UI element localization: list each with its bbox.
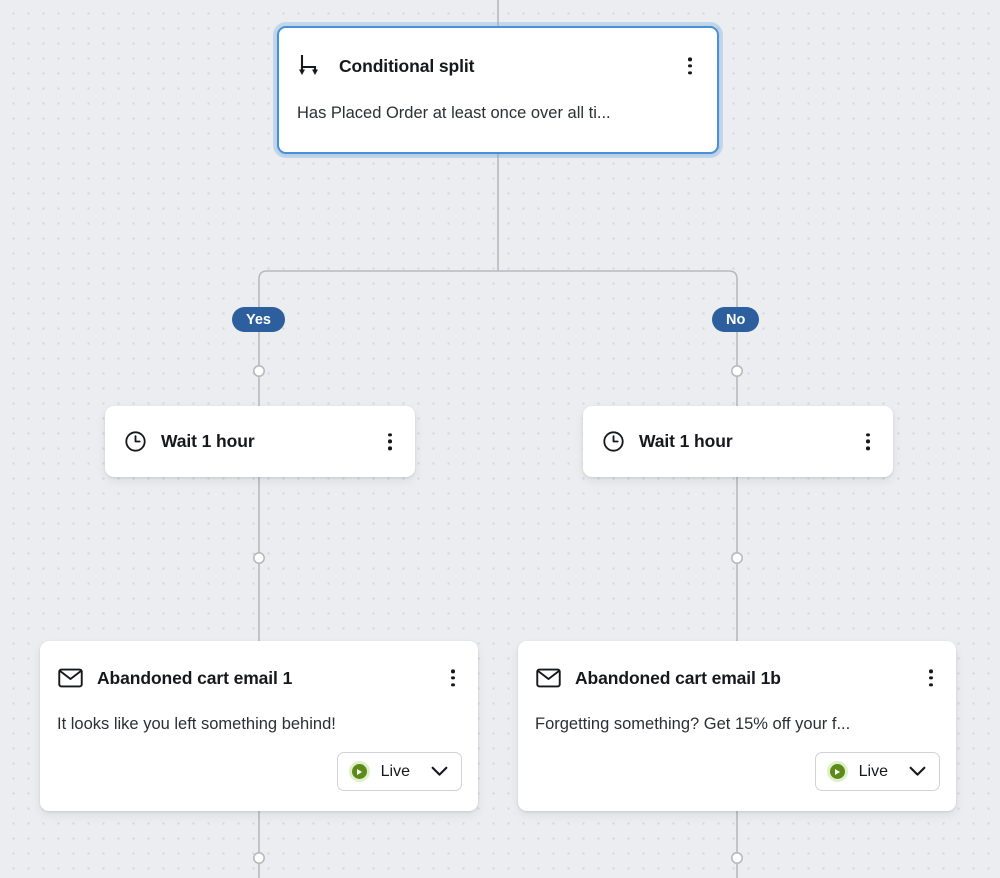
edge-branch-yes xyxy=(258,270,498,406)
more-vertical-icon[interactable] xyxy=(863,429,873,454)
branch-badge-no[interactable]: No xyxy=(712,307,760,332)
node-wait-no[interactable]: Wait 1 hour xyxy=(583,406,893,477)
conditional-split-icon xyxy=(297,55,325,77)
node-header: Abandoned cart email 1b xyxy=(535,656,936,700)
edge-branch-no xyxy=(498,270,738,406)
node-conditional-split[interactable]: Conditional split Has Placed Order at le… xyxy=(277,26,719,154)
status-dropdown-live[interactable]: Live xyxy=(814,752,940,791)
status-label: Live xyxy=(858,762,888,780)
envelope-icon xyxy=(535,668,562,688)
node-wait-yes[interactable]: Wait 1 hour xyxy=(105,406,415,477)
branch-badge-yes[interactable]: Yes xyxy=(232,307,285,332)
more-vertical-icon[interactable] xyxy=(685,53,695,78)
node-title: Conditional split xyxy=(339,55,475,76)
node-header: Abandoned cart email 1 xyxy=(57,656,458,700)
node-description: It looks like you left something behind! xyxy=(57,715,336,733)
node-description: Forgetting something? Get 15% off your f… xyxy=(535,715,851,733)
node-title: Abandoned cart email 1 xyxy=(97,667,293,688)
node-title: Wait 1 hour xyxy=(639,431,733,451)
status-dropdown-live[interactable]: Live xyxy=(336,752,462,791)
more-vertical-icon[interactable] xyxy=(448,665,458,690)
node-description: Has Placed Order at least once over all … xyxy=(297,104,611,122)
chevron-down-icon xyxy=(909,766,926,777)
edge-junction-dot xyxy=(730,551,743,564)
edge-junction-dot xyxy=(730,851,743,864)
chevron-down-icon xyxy=(431,766,448,777)
status-row: Live xyxy=(814,752,940,791)
node-header: Wait 1 hour xyxy=(600,406,873,477)
node-title: Abandoned cart email 1b xyxy=(575,667,781,688)
node-email-abandoned-cart-1[interactable]: Abandoned cart email 1 It looks like you… xyxy=(40,641,478,811)
node-header: Conditional split xyxy=(297,44,695,88)
play-circle-icon xyxy=(348,761,370,782)
node-title: Wait 1 hour xyxy=(161,431,255,451)
play-circle-icon xyxy=(826,761,848,782)
more-vertical-icon[interactable] xyxy=(926,665,936,690)
edge-junction-dot xyxy=(253,851,266,864)
edge-junction-dot xyxy=(730,364,743,377)
clock-icon xyxy=(600,430,626,453)
status-label: Live xyxy=(380,762,410,780)
more-vertical-icon[interactable] xyxy=(385,429,395,454)
edge-junction-dot xyxy=(253,364,266,377)
edge-junction-dot xyxy=(253,551,266,564)
clock-icon xyxy=(122,430,148,453)
node-header: Wait 1 hour xyxy=(122,406,395,477)
envelope-icon xyxy=(57,668,84,688)
status-row: Live xyxy=(336,752,462,791)
node-email-abandoned-cart-1b[interactable]: Abandoned cart email 1b Forgetting somet… xyxy=(518,641,956,811)
